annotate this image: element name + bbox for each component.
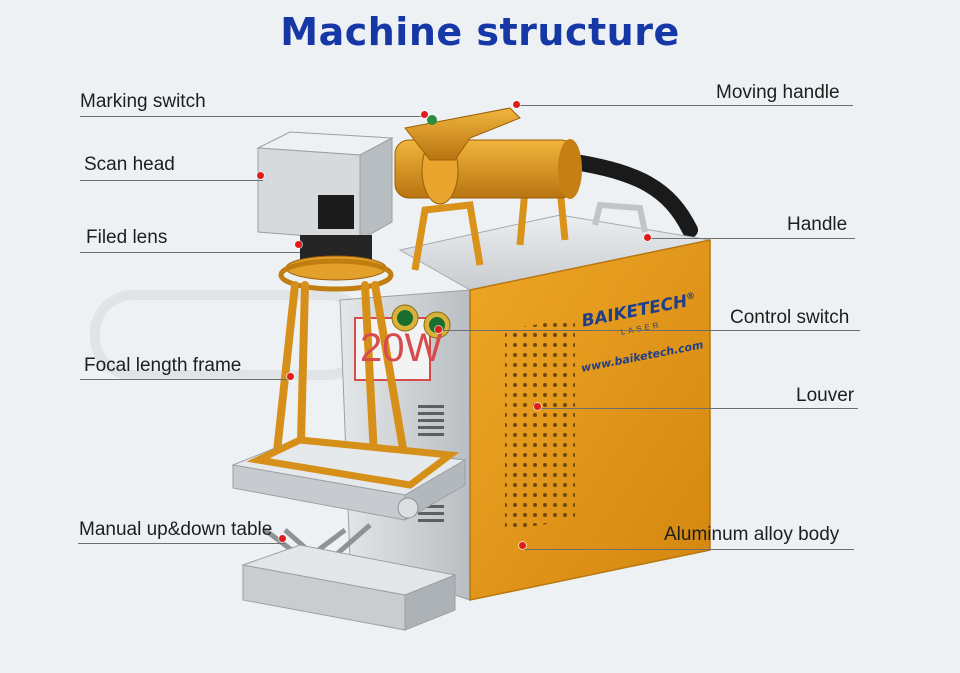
leader-scan-head [80,180,263,181]
callout-dot-handle [644,234,651,241]
lens-housing [278,235,394,292]
leader-control-switch [440,330,860,331]
page-title: Machine structure [280,10,680,54]
callout-dot-moving-handle [513,101,520,108]
brand-registered-mark: ® [685,291,697,303]
side-vent [418,405,444,522]
leader-focal-length-frame [80,379,290,380]
leader-aluminum-body [524,549,854,550]
label-control-switch: Control switch [730,307,850,328]
label-filed-lens: Filed lens [86,227,168,248]
callout-dot-filed-lens [295,241,302,248]
leader-louver [540,408,858,409]
leader-filed-lens [80,252,300,253]
label-marking-switch: Marking switch [80,91,206,112]
label-moving-handle: Moving handle [716,82,840,103]
callout-dot-focal-length-frame [287,373,294,380]
marking-switch-button [427,115,437,125]
leader-manual-table [78,543,285,544]
moving-handle [404,107,521,161]
label-handle: Handle [787,214,848,235]
label-scan-head: Scan head [84,154,175,175]
callout-dot-scan-head [257,172,264,179]
fiber-cable [552,152,698,238]
callout-dot-control-switch [435,326,442,333]
leader-handle [650,238,855,239]
control-switch-panel [391,304,451,339]
label-focal-length-frame: Focal length frame [84,355,242,376]
callout-dot-manual-table [279,535,286,542]
callout-dot-aluminum-body [519,542,526,549]
label-manual-table: Manual up&down table [79,519,273,540]
callout-dot-marking-switch [421,111,428,118]
callout-dot-louver [534,403,541,410]
body-rear-handle [592,201,648,233]
scan-head [256,131,394,241]
label-aluminum-body: Aluminum alloy body [664,524,840,545]
label-louver: Louver [796,385,855,406]
leader-moving-handle [518,105,853,106]
louver-grid [505,318,575,530]
leader-marking-switch [80,116,425,117]
power-badge: 20W [360,326,443,370]
manual-up-down-table [231,436,467,631]
